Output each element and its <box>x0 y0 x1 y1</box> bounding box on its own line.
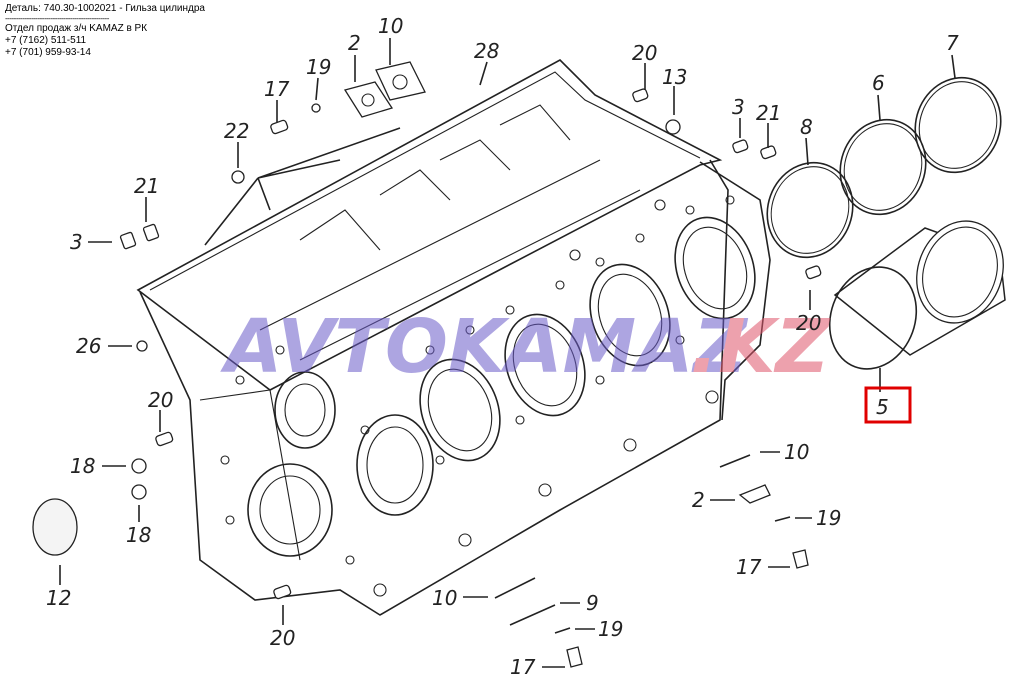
part-title: Деталь: 740.30-1002021 - Гильза цилиндра <box>5 3 205 14</box>
callout-10-bottom: 10 <box>432 586 457 610</box>
watermark-text1: AVTOKAMAZ <box>220 304 748 390</box>
cylinder-block <box>136 59 771 616</box>
callout-5-highlighted: 5 <box>876 395 889 419</box>
callout-3-left: 3 <box>70 230 83 254</box>
callout-6: 6 <box>872 71 885 95</box>
callout-2: 2 <box>348 31 361 55</box>
plug-cap <box>32 498 78 556</box>
cylinder-liner <box>828 220 1006 370</box>
gasket-2 <box>343 81 394 118</box>
callout-26: 26 <box>76 334 101 358</box>
callout-21-top: 21 <box>756 101 781 125</box>
callout-18-a: 18 <box>70 454 95 478</box>
callout-20-left: 20 <box>148 388 173 412</box>
callout-20-bottom: 20 <box>270 626 295 650</box>
callout-8: 8 <box>800 115 813 139</box>
callout-17-bottom: 17 <box>510 655 536 679</box>
gasket-10 <box>375 61 426 101</box>
callout-22: 22 <box>224 119 249 143</box>
callout-12: 12 <box>46 586 71 610</box>
pointer-arrows <box>204 127 401 246</box>
callout-20-right: 20 <box>796 311 821 335</box>
callout-9: 9 <box>586 591 599 615</box>
leader-lines <box>59 38 956 668</box>
callout-28: 28 <box>474 39 499 63</box>
callout-17-top: 17 <box>264 77 290 101</box>
header-info: Деталь: 740.30-1002021 - Гильза цилиндра… <box>5 3 205 59</box>
bolt-holes <box>220 195 735 597</box>
highlight-box <box>864 386 912 424</box>
callout-3-top: 3 <box>732 95 745 119</box>
phone-1: +7 (7162) 511-511 <box>5 35 87 46</box>
callout-labels: 2 10 28 20 7 19 17 13 6 3 21 8 22 21 3 2… <box>46 14 959 679</box>
callout-20-top: 20 <box>632 41 657 65</box>
separator-line: ----------------------------------------… <box>5 14 109 23</box>
callout-17-right: 17 <box>736 555 762 579</box>
small-pins <box>119 88 822 668</box>
callout-19-right: 19 <box>816 506 841 530</box>
sales-dept: Отдел продаж з/ч KAMAZ в РК <box>5 23 148 34</box>
callout-10-right: 10 <box>784 440 809 464</box>
watermark: AVTOKAMAZ .KZ <box>220 304 830 390</box>
callout-19-bottom: 19 <box>598 617 623 641</box>
watermark-text2: .KZ <box>690 304 830 390</box>
callout-7: 7 <box>946 31 959 55</box>
callout-2-right: 2 <box>692 488 705 512</box>
callout-13: 13 <box>662 65 687 89</box>
phone-2: +7 (701) 959-93-14 <box>5 47 91 58</box>
callout-18-b: 18 <box>126 523 151 547</box>
o-rings <box>766 76 1002 259</box>
callout-21-left: 21 <box>134 174 159 198</box>
callout-19-top: 19 <box>306 55 331 79</box>
callout-10: 10 <box>378 14 403 38</box>
